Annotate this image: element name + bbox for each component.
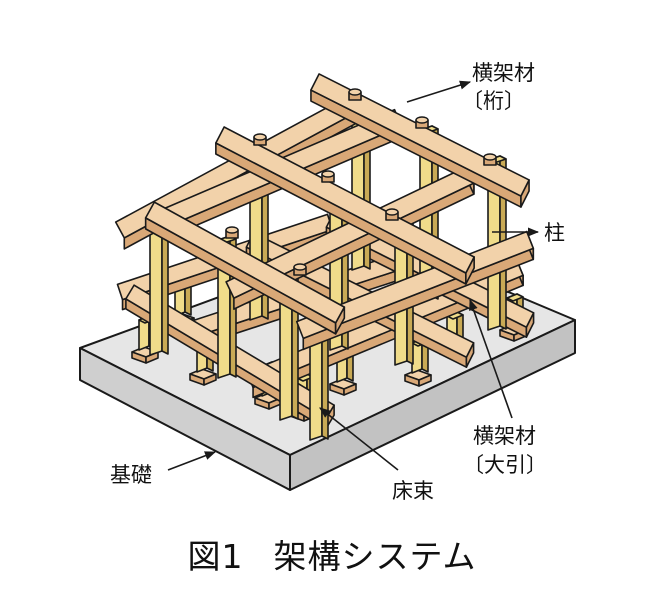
label-beam-upper-sub: 〔桁〕	[462, 89, 525, 113]
floor-post-7-top	[506, 293, 524, 302]
peg-4	[253, 133, 267, 141]
label-floor-post: 床束	[392, 479, 434, 503]
leader-lines	[167, 80, 540, 471]
upper-beam-g	[144, 201, 346, 324]
peg-5	[225, 226, 239, 234]
figure-caption: 図1 架構システム	[0, 530, 664, 578]
peg-7	[385, 208, 399, 216]
label-beam-upper: 横架材	[472, 61, 535, 85]
footing-1-r	[203, 373, 217, 386]
caption-number: 図1	[187, 537, 244, 576]
upper-beam-f	[310, 73, 530, 197]
footing-4-r	[343, 383, 357, 396]
upper-beam-e	[215, 126, 475, 274]
footing-5-r	[418, 374, 432, 387]
label-beam-lower-sub: 〔大引〕	[463, 453, 547, 477]
label-beam-lower: 横架材	[473, 424, 536, 448]
peg-0	[348, 88, 362, 96]
caption-title: 架構システム	[273, 537, 477, 576]
peg-1	[415, 116, 429, 124]
label-foundation: 基礎	[110, 463, 152, 487]
peg-2	[483, 153, 497, 161]
label-post: 柱	[544, 221, 565, 245]
peg-6	[293, 263, 307, 271]
peg-3	[321, 170, 335, 178]
